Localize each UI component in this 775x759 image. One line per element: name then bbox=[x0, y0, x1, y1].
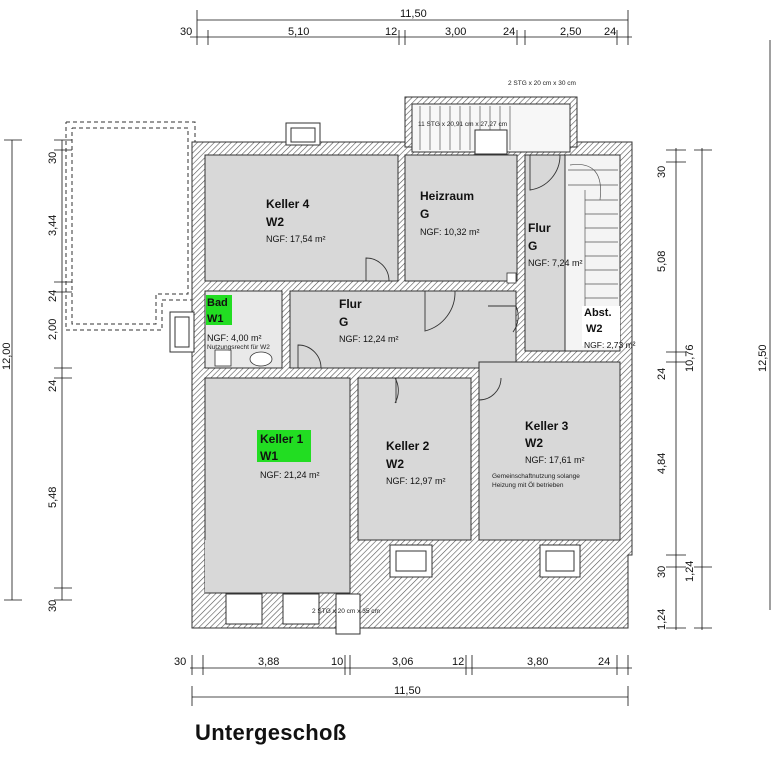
room-name: Keller 1 bbox=[260, 432, 304, 446]
dim-top-d: 3,00 bbox=[445, 26, 466, 38]
dim-top-c: 12 bbox=[385, 26, 397, 38]
stair-note-mid: 11 STG x 20,91 cm x 27,27 cm bbox=[418, 121, 507, 128]
room-area: NGF: 17,61 m² bbox=[525, 455, 585, 465]
windows bbox=[169, 122, 581, 635]
dim-bottom-total: 11,50 bbox=[394, 685, 421, 697]
dim-bottom-g: 24 bbox=[598, 656, 610, 668]
dim-right-a: 30 bbox=[656, 166, 668, 178]
room-area: NGF: 4,00 m² bbox=[207, 333, 262, 343]
room-area: NGF: 7,24 m² bbox=[528, 258, 583, 268]
dim-right-outer: 12,50 bbox=[757, 344, 769, 372]
room-area: NGF: 17,54 m² bbox=[266, 234, 326, 244]
dim-left-a: 30 bbox=[47, 152, 59, 164]
room-name: Keller 4 bbox=[266, 197, 310, 211]
floor-plan: 11,50 30 5,10 12 3,00 24 2,50 24 12,00 3… bbox=[1, 8, 771, 706]
dim-right-f: 1,24 bbox=[684, 561, 696, 582]
dim-top-b: 5,10 bbox=[288, 26, 309, 38]
room-note-2: Heizung mit Öl betrieben bbox=[492, 481, 564, 489]
room-keller2: Keller 2 W2 NGF: 12,97 m² bbox=[386, 439, 446, 486]
room-flur-top: Flur G NGF: 7,24 m² bbox=[528, 221, 583, 268]
dim-top-e: 24 bbox=[503, 26, 515, 38]
dim-top-f: 2,50 bbox=[560, 26, 581, 38]
room-name: Keller 3 bbox=[525, 419, 569, 433]
dim-left-d: 2,00 bbox=[47, 319, 59, 340]
room-name: Bad bbox=[207, 297, 228, 309]
room-unit: G bbox=[339, 315, 348, 329]
dim-right-b: 5,08 bbox=[656, 251, 668, 272]
room-unit: W2 bbox=[386, 457, 404, 471]
dashed-outline bbox=[65, 121, 196, 331]
room-name: Flur bbox=[339, 297, 362, 311]
room-keller4: Keller 4 W2 NGF: 17,54 m² bbox=[266, 197, 326, 244]
room-floors bbox=[204, 103, 621, 594]
room-keller3: Keller 3 W2 NGF: 17,61 m² Gemeinschaftnu… bbox=[492, 419, 585, 489]
highlights bbox=[206, 295, 311, 462]
stair-note-bottom: 2 STG x 20 cm x 35 cm bbox=[312, 608, 380, 615]
dim-right-e: 30 bbox=[656, 566, 668, 578]
room-area: NGF: 21,24 m² bbox=[260, 470, 320, 480]
dim-right-g: 1,24 bbox=[656, 609, 668, 630]
dim-bottom-d: 3,06 bbox=[392, 656, 413, 668]
room-name: Heizraum bbox=[420, 189, 474, 203]
dim-left-c: 24 bbox=[47, 290, 59, 302]
room-note-1: Gemeinschaftnutzung solange bbox=[492, 473, 580, 480]
dim-left-e: 24 bbox=[47, 380, 59, 392]
dim-bottom-f: 3,80 bbox=[527, 656, 548, 668]
staircase bbox=[419, 106, 618, 310]
sanitary-fixtures bbox=[214, 272, 517, 367]
room-flur-mid: Flur G NGF: 12,24 m² bbox=[339, 297, 399, 344]
right-dimensions bbox=[666, 40, 771, 630]
doors bbox=[297, 154, 561, 404]
room-area: NGF: 10,32 m² bbox=[420, 227, 480, 237]
room-area: NGF: 12,24 m² bbox=[339, 334, 399, 344]
dim-top-total: 11,50 bbox=[400, 8, 427, 20]
room-note: Nutzungsrecht für W2 bbox=[207, 344, 270, 351]
bottom-dimensions bbox=[190, 655, 632, 706]
room-name: Flur bbox=[528, 221, 551, 235]
room-unit: W2 bbox=[525, 436, 543, 450]
room-heizraum: Heizraum G NGF: 10,32 m² bbox=[420, 189, 480, 237]
dim-left-f: 5,48 bbox=[47, 487, 59, 508]
dim-left-total: 12,00 bbox=[1, 342, 13, 370]
dim-top-a: 30 bbox=[180, 26, 192, 38]
dim-bottom-e: 12 bbox=[452, 656, 464, 668]
room-bad: Bad W1 NGF: 4,00 m² Nutzungsrecht für W2 bbox=[207, 297, 270, 351]
dim-top-g: 24 bbox=[604, 26, 616, 38]
dim-right-d: 4,84 bbox=[656, 453, 668, 474]
room-name: Keller 2 bbox=[386, 439, 430, 453]
room-unit: W2 bbox=[266, 215, 284, 229]
dim-bottom-b: 3,88 bbox=[258, 656, 279, 668]
stair-note-top: 2 STG x 20 cm x 30 cm bbox=[508, 80, 576, 87]
dim-right-c: 24 bbox=[656, 368, 668, 380]
page-title: Untergeschoß bbox=[195, 720, 347, 745]
room-abst: Abst. W2 NGF: 2,73 m² bbox=[582, 306, 636, 350]
room-unit: W1 bbox=[260, 449, 278, 463]
dim-bottom-c: 10 bbox=[331, 656, 343, 668]
room-unit: W1 bbox=[207, 313, 224, 325]
top-dimensions bbox=[190, 10, 632, 45]
dim-right-total: 10,76 bbox=[684, 344, 696, 372]
dim-left-g: 30 bbox=[47, 600, 59, 612]
dim-bottom-a: 30 bbox=[174, 656, 186, 668]
room-area: NGF: 12,97 m² bbox=[386, 476, 446, 486]
dim-left-b: 3,44 bbox=[47, 215, 59, 236]
left-dimensions bbox=[4, 139, 72, 601]
room-unit: G bbox=[420, 207, 429, 221]
room-keller1: Keller 1 W1 NGF: 21,24 m² bbox=[260, 432, 320, 480]
room-unit: G bbox=[528, 239, 537, 253]
room-area: NGF: 2,73 m² bbox=[584, 340, 636, 350]
room-name: Abst. bbox=[584, 307, 612, 319]
room-unit: W2 bbox=[586, 323, 603, 335]
